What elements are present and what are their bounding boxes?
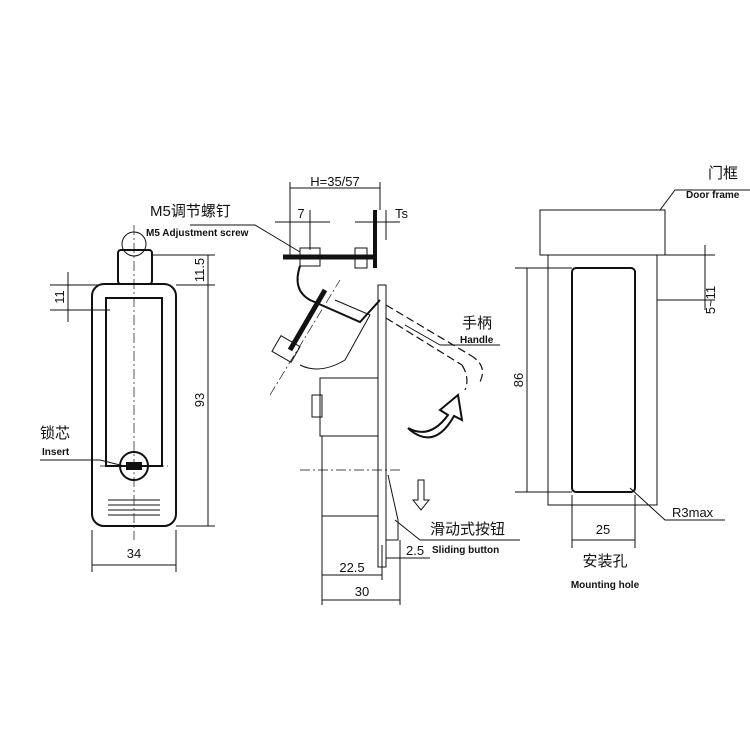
mounting-outline: [547, 254, 658, 506]
sliding-button: [386, 474, 399, 541]
dim-25: 25: [596, 522, 610, 537]
dim-width-line: [91, 530, 177, 572]
dim-30: 30: [355, 584, 369, 599]
screw-leader: [190, 224, 301, 253]
mounting-plate: [377, 284, 387, 568]
handle-leader: [404, 324, 500, 346]
dim-ts-line: [355, 210, 400, 240]
dim-2-5: 2.5: [406, 543, 424, 558]
button-leader: [394, 519, 520, 541]
mounting-view: 86 5~11 25 R3max 门框 Door frame 安装孔 Mount…: [511, 165, 750, 591]
dim-7-line: [275, 210, 330, 250]
dim-top-line: [50, 272, 110, 322]
bracket: [296, 265, 381, 324]
insert-label-cn: 锁芯: [40, 425, 70, 442]
handle-label-en: Handle: [460, 335, 494, 346]
housing-nut: [311, 394, 323, 418]
knob-base: [117, 249, 153, 285]
frame-leader: [659, 189, 750, 211]
screw-label-en: M5 Adjustment screw: [146, 228, 249, 239]
button-label-en: Sliding button: [432, 545, 499, 556]
side-view: H=35/57 7 Ts M5调节螺钉 M5 Adjustment screw …: [146, 174, 520, 605]
angled-screw: [287, 288, 328, 352]
down-arrow-icon: [411, 479, 431, 511]
screw-label-cn: M5调节螺钉: [150, 203, 231, 220]
dim-11: 11: [52, 290, 67, 304]
dim-bottom-lines: [321, 516, 430, 605]
door-frame: [539, 209, 666, 256]
angled-nut: [271, 335, 301, 363]
radius-label: R3max: [672, 505, 714, 520]
dim-ts: Ts: [395, 206, 409, 221]
rotate-arrow-icon: [407, 393, 464, 439]
frame-label-cn: 门框: [708, 165, 738, 182]
dim-11-5: 11.5: [192, 258, 207, 282]
insert-leader: [40, 459, 125, 467]
housing-upper: [319, 377, 379, 437]
front-view: 34 93 11.5 11 锁芯 Insert: [40, 225, 215, 572]
dim-5-11: 5~11: [703, 286, 718, 314]
dim-lines-right: [152, 254, 215, 527]
dim-5-11-line: [657, 245, 715, 310]
radius-leader: [629, 487, 725, 521]
dim-34: 34: [127, 546, 141, 561]
mounting-title-en: Mounting hole: [571, 580, 640, 591]
housing-lower: [321, 435, 379, 517]
dim-22-5: 22.5: [339, 560, 364, 575]
button-label-cn: 滑动式按钮: [430, 521, 505, 538]
frame-label-en: Door frame: [686, 190, 740, 201]
handle-open-dashed: [385, 304, 483, 391]
dim-h-line: [289, 182, 381, 258]
mounting-title-cn: 安装孔: [582, 553, 627, 570]
lever-body: [299, 299, 371, 370]
dim-93: 93: [192, 393, 207, 407]
handle-label-cn: 手柄: [462, 315, 492, 332]
insert-label-en: Insert: [42, 447, 70, 458]
dim-h: H=35/57: [310, 174, 360, 189]
dim-86-line: [515, 267, 572, 493]
screw-axis: [269, 279, 341, 396]
dim-25-line: [571, 495, 636, 548]
dim-86: 86: [511, 373, 526, 387]
plate-nut: [354, 247, 368, 269]
mounting-hole: [571, 267, 636, 493]
dim-7: 7: [297, 206, 304, 221]
